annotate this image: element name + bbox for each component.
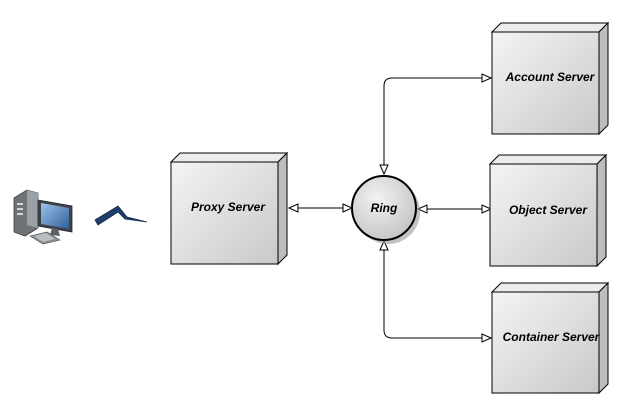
proxy-server-label: Proxy Server xyxy=(191,200,266,214)
connector-proxy-ring xyxy=(287,203,354,213)
connector-ring-account xyxy=(379,73,493,176)
object-server-node: Object Server xyxy=(488,153,608,268)
desktop-computer-icon xyxy=(13,189,73,245)
account-server-node: Account Server xyxy=(490,21,610,136)
connector-ring-container xyxy=(379,239,493,343)
container-server-label: Container Server xyxy=(503,330,601,344)
ring-node: Ring xyxy=(351,175,420,244)
object-server-label: Object Server xyxy=(509,203,588,217)
proxy-server-node: Proxy Server xyxy=(169,151,289,266)
lightning-link-icon xyxy=(94,205,148,226)
ring-label: Ring xyxy=(371,201,398,215)
account-server-label: Account Server xyxy=(505,70,596,84)
container-server-node: Container Server xyxy=(490,281,610,395)
connector-ring-object xyxy=(416,204,493,214)
